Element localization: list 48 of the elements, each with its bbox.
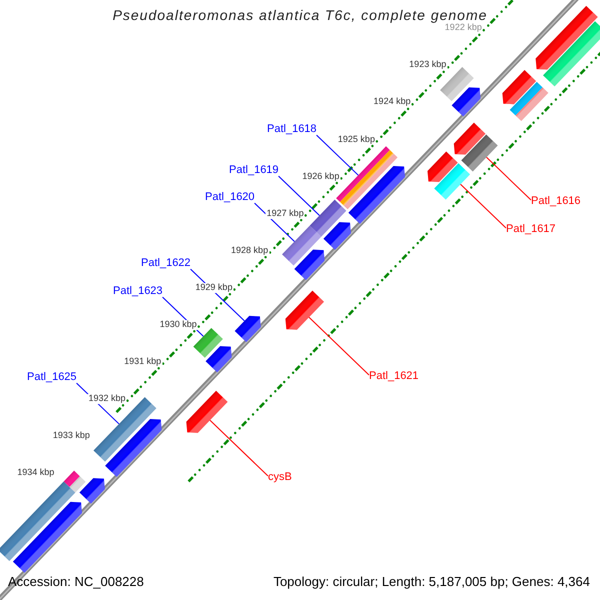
gene-bar — [206, 346, 232, 372]
gene-bar — [294, 250, 325, 280]
leader-line — [316, 134, 359, 176]
scale-label: 1923 kbp — [408, 60, 448, 70]
gene-bar — [510, 82, 548, 122]
scale-label: 1927 kbp — [266, 208, 305, 219]
scale-label: 1928 kbp — [230, 246, 270, 256]
gene-bar — [186, 390, 228, 433]
gene-label: Patl_1622 — [141, 257, 191, 270]
gene-bar — [536, 6, 598, 70]
scale-label: 1931 kbp — [123, 356, 162, 367]
gene-label: Patl_1617 — [506, 223, 556, 236]
gene-bar — [348, 166, 405, 224]
gene-bar — [12, 502, 82, 573]
gene-label: Patl_1625 — [27, 371, 77, 384]
genome-stats-text: Topology: circular; Length: 5,187,005 bp; Genes: 4,364 — [273, 575, 590, 590]
gene-label: cysB — [268, 471, 292, 484]
scale-label: 1930 kbp — [158, 320, 198, 330]
gene-bar — [105, 418, 162, 477]
gene-bar — [79, 478, 105, 504]
scale-label: 1929 kbp — [194, 282, 234, 293]
leader-line — [460, 184, 506, 228]
scale-label: 1933 kbp — [52, 430, 91, 441]
gene-bar — [461, 134, 498, 172]
leader-line — [486, 156, 532, 200]
scale-label: 1924 kbp — [372, 98, 412, 108]
leader-line — [210, 420, 268, 476]
leader-line — [278, 176, 320, 216]
title-text: Pseudoalteromonas atlantica T6c, complete genome — [112, 8, 488, 24]
gene-label: Patl_1619 — [229, 164, 279, 176]
scale-label: 1925 kbp — [336, 134, 376, 144]
gene-bar — [323, 222, 351, 250]
gene-label: Patl_1616 — [531, 195, 581, 208]
scale-label: 1922 kbp — [444, 23, 483, 34]
scale-label: 1932 kbp — [88, 394, 127, 404]
leader-line — [254, 202, 295, 242]
gene-label: Patl_1623 — [113, 285, 163, 298]
gene-bar — [285, 290, 324, 330]
gene-label: Patl_1620 — [205, 191, 255, 204]
gene-bar — [234, 316, 261, 342]
accession-text: Accession: NC_008228 — [8, 575, 144, 590]
leader-line — [308, 316, 370, 376]
gene-label: Patl_1618 — [267, 123, 317, 136]
scale-label: 1934 kbp — [16, 468, 56, 478]
gene-bar — [452, 87, 481, 116]
scale-label: 1926 kbp — [301, 172, 340, 182]
gene-bar — [434, 163, 470, 200]
gene-label: Patl_1621 — [369, 370, 419, 382]
